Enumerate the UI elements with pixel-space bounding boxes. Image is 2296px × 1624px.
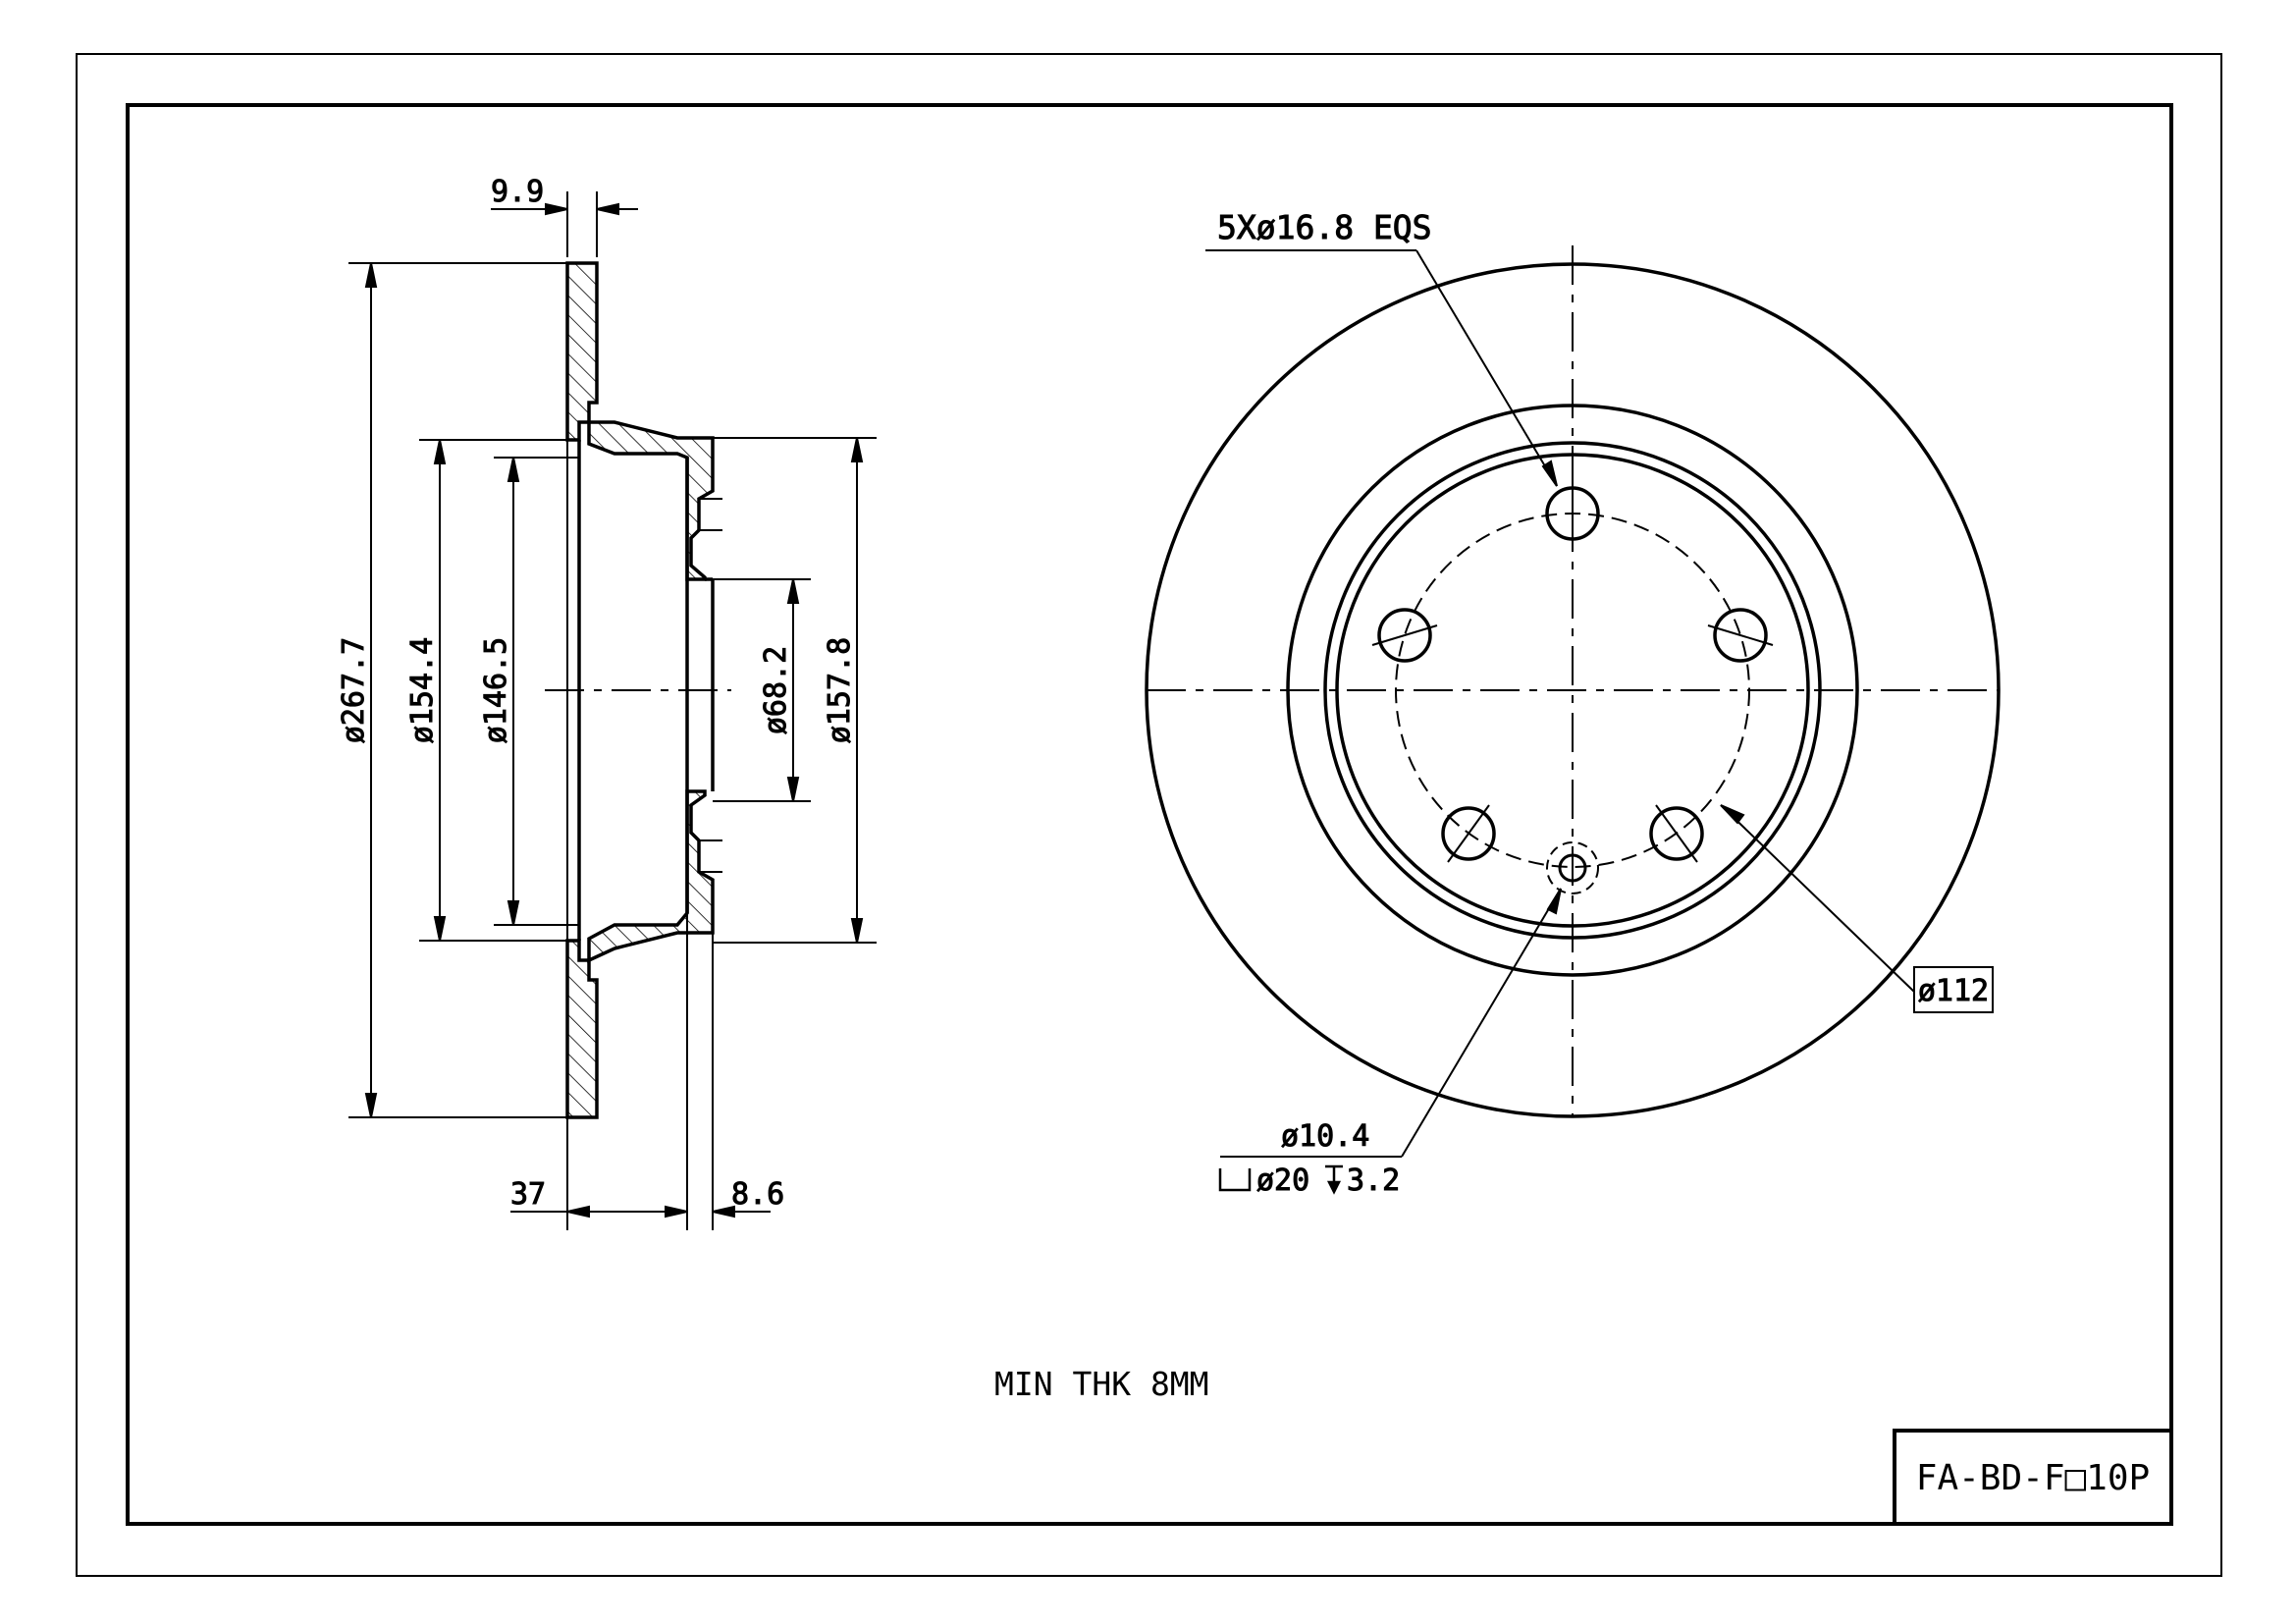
dim-hat-inner-diameter-label: ø146.5 [479,637,513,743]
counterbore-symbol [1218,1168,1252,1192]
section-friction-ring-top [565,261,599,442]
section-friction-ring-bottom [565,939,599,1119]
bolt-hole-4 [1441,804,1496,863]
depth-symbol [1325,1164,1343,1195]
callout-counterbore-diameter: ø20 [1256,1164,1309,1198]
section-hat-bottom [587,789,715,963]
dim-center-bore [713,578,811,802]
leader-pin-hole [1220,888,1562,1158]
dim-center-bore-label: ø68.2 [759,646,793,734]
callout-pin-hole: ø10.4 [1281,1119,1369,1154]
front-view: 5Xø16.8 EQS ø112 ø10.4 ø20 3.2 [1145,208,2001,1199]
dim-hat-flange-diameter [713,437,877,944]
section-hat-top [587,420,715,581]
dim-hat-inner-diameter [494,457,579,926]
part-number: FA-BD-F□10P [1916,1458,2150,1498]
dim-overall-height [510,913,771,1230]
dim-hat-outer-diameter-label: ø154.4 [405,637,440,743]
side-view: 9.9 ø267.7 ø154.4 ø146.5 [337,175,877,1230]
dim-hat-offset [491,191,638,257]
callout-bolt-holes: 5Xø16.8 EQS [1217,208,1432,246]
title-block: FA-BD-F□10P [1893,1429,2173,1526]
bolt-hole-2 [1707,608,1774,663]
leader-bolt-circle [1720,804,1915,993]
callout-counterbore-depth: 3.2 [1347,1164,1400,1198]
dim-outer-diameter [348,262,567,1118]
min-thickness-note: MIN THK 8MM [994,1365,1209,1403]
inner-frame [126,103,2173,1526]
callout-bolt-circle-box: ø112 [1913,966,1994,1013]
dim-overall-height-label: 37 [510,1177,546,1212]
dim-hat-flange-diameter-label: ø157.8 [823,637,857,743]
dim-outer-diameter-label: ø267.7 [337,637,371,743]
dim-hat-offset-label: 9.9 [491,175,544,209]
dim-hub-flange-thickness-label: 8.6 [731,1177,784,1212]
bolt-hole-5 [1371,608,1438,663]
bolt-hole-1 [1545,479,1600,548]
callout-bolt-circle: ø112 [1918,974,1989,1008]
bolt-hole-3 [1649,804,1704,863]
leader-bolt-holes [1205,249,1558,487]
dim-hat-outer-diameter [419,439,567,942]
pin-hole [1546,841,1599,894]
outer-frame [76,53,2222,1577]
